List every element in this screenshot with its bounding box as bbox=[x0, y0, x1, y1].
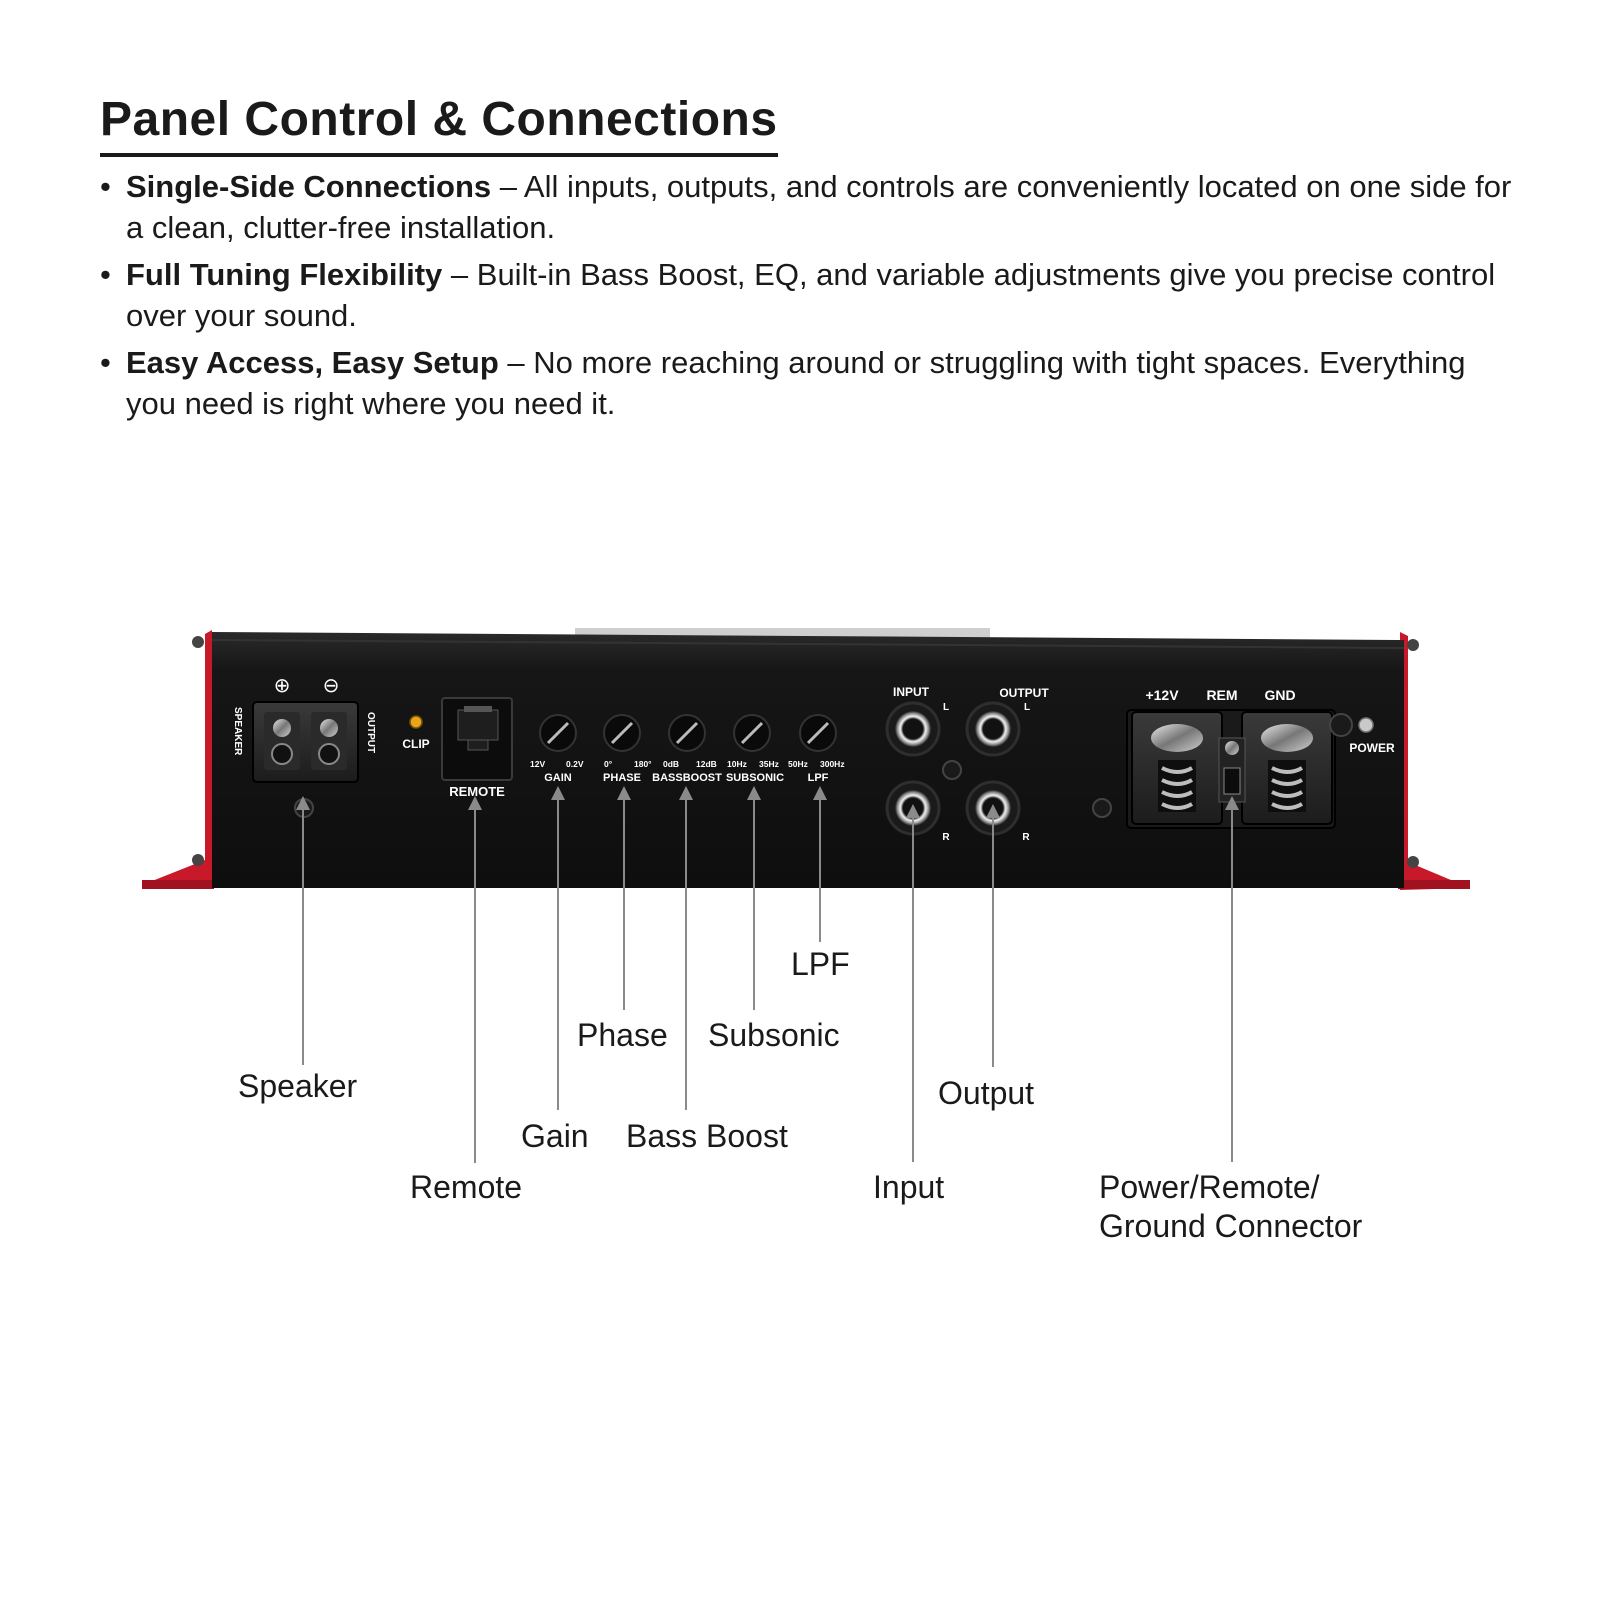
remote-port-label: REMOTE bbox=[449, 784, 505, 799]
speaker-callout: Speaker bbox=[238, 1068, 358, 1104]
bracket-screw-icon bbox=[1407, 639, 1419, 651]
feature-text: – Built-in Bass Boost, EQ, and variable … bbox=[126, 257, 1496, 333]
callout-arrowheads bbox=[296, 786, 1239, 818]
lpf-min-label: 50Hz bbox=[788, 759, 808, 769]
minus-icon: ⊖ bbox=[323, 673, 340, 697]
feature-item: Full Tuning Flexibility – Built-in Bass … bbox=[100, 254, 1520, 336]
arrow-up-icon bbox=[551, 786, 565, 800]
phase-knob[interactable] bbox=[603, 714, 641, 752]
gain-max-label: 0.2V bbox=[566, 759, 584, 769]
amplifier-panel bbox=[212, 632, 1404, 888]
arrow-up-icon bbox=[747, 786, 761, 800]
right-foot bbox=[1398, 880, 1470, 889]
panel-screw-icon bbox=[942, 760, 962, 780]
input-label: INPUT bbox=[893, 685, 930, 699]
bassboost-min-label: 0dB bbox=[663, 759, 679, 769]
feature-text: – No more reaching around or struggling … bbox=[126, 345, 1466, 421]
lpf-max-label: 300Hz bbox=[820, 759, 845, 769]
panel-bevel bbox=[211, 639, 1405, 649]
subsonic-label: SUBSONIC bbox=[726, 772, 784, 784]
arrow-up-icon bbox=[617, 786, 631, 800]
power-remote-ground-terminal[interactable] bbox=[1126, 709, 1336, 829]
bassboost-callout: Bass Boost bbox=[626, 1118, 788, 1154]
arrow-up-icon bbox=[986, 804, 1000, 818]
subsonic-callout: Subsonic bbox=[708, 1017, 840, 1053]
feature-title: Single-Side Connections bbox=[126, 169, 492, 204]
gnd-label: GND bbox=[1264, 687, 1295, 703]
power-connector-callout-line2: Ground Connector bbox=[1099, 1208, 1363, 1244]
input-left-label: L bbox=[943, 702, 949, 713]
input-right-label: R bbox=[942, 832, 950, 843]
rca-input-left-jack[interactable] bbox=[885, 701, 941, 757]
knob-scales: 12V 0.2V 0° 180° 0dB 12dB 10Hz 35Hz 50Hz… bbox=[530, 759, 845, 769]
gain-callout: Gain bbox=[521, 1118, 589, 1154]
feature-text: – All inputs, outputs, and controls are … bbox=[126, 169, 1512, 245]
clip-label: CLIP bbox=[402, 737, 429, 751]
feature-list: Single-Side Connections – All inputs, ou… bbox=[100, 166, 1520, 430]
phase-label: PHASE bbox=[603, 772, 641, 784]
output-vertical-label: OUTPUT bbox=[365, 712, 376, 753]
knob-names: GAIN PHASE BASSBOOST SUBSONIC LPF bbox=[544, 772, 828, 784]
output-left-label: L bbox=[1024, 702, 1030, 713]
power-label: POWER bbox=[1349, 741, 1395, 755]
phase-min-label: 0° bbox=[604, 759, 613, 769]
callout-lines bbox=[302, 790, 1233, 1163]
feature-item: Easy Access, Easy Setup – No more reachi… bbox=[100, 342, 1520, 424]
power-connector-callout-line1: Power/Remote/ bbox=[1099, 1169, 1320, 1205]
output-right-label: R bbox=[1022, 832, 1030, 843]
bassboost-label: BASSBOOST bbox=[652, 772, 722, 784]
right-red-bracket bbox=[1400, 632, 1470, 890]
phase-callout: Phase bbox=[577, 1017, 668, 1053]
output-callout: Output bbox=[938, 1075, 1035, 1111]
gain-label: GAIN bbox=[544, 772, 572, 784]
gain-knob[interactable] bbox=[539, 714, 577, 752]
arrow-up-icon bbox=[296, 796, 310, 810]
page-title: Panel Control & Connections bbox=[100, 92, 778, 157]
input-callout: Input bbox=[873, 1169, 945, 1205]
arrow-up-icon bbox=[813, 786, 827, 800]
output-label: OUTPUT bbox=[999, 686, 1049, 700]
plus12v-label: +12V bbox=[1145, 687, 1179, 703]
rem-label: REM bbox=[1206, 687, 1237, 703]
bracket-screw-icon bbox=[1407, 856, 1419, 868]
gain-min-label: 12V bbox=[530, 759, 545, 769]
speaker-vertical-label: SPEAKER bbox=[232, 707, 243, 756]
bassboost-knob[interactable] bbox=[668, 714, 706, 752]
arrow-up-icon bbox=[679, 786, 693, 800]
subsonic-max-label: 35Hz bbox=[759, 759, 779, 769]
lpf-knob[interactable] bbox=[799, 714, 837, 752]
bassboost-max-label: 12dB bbox=[696, 759, 717, 769]
feature-title: Easy Access, Easy Setup bbox=[126, 345, 499, 380]
arrow-up-icon bbox=[1225, 796, 1239, 810]
feature-title: Full Tuning Flexibility bbox=[126, 257, 443, 292]
subsonic-knob[interactable] bbox=[733, 714, 771, 752]
remote-port[interactable] bbox=[441, 697, 513, 781]
panel-screw-icon bbox=[1329, 713, 1353, 737]
lpf-label: LPF bbox=[808, 772, 829, 784]
power-led-icon bbox=[1358, 717, 1374, 733]
plus-icon: ⊕ bbox=[274, 673, 291, 697]
left-red-bracket bbox=[142, 630, 212, 888]
speaker-terminal[interactable] bbox=[252, 701, 359, 818]
subsonic-min-label: 10Hz bbox=[727, 759, 747, 769]
rca-output-left-jack[interactable] bbox=[965, 701, 1021, 757]
bracket-screw-icon bbox=[192, 854, 204, 866]
feature-item: Single-Side Connections – All inputs, ou… bbox=[100, 166, 1520, 248]
panel-screw-icon bbox=[1092, 798, 1112, 818]
arrow-up-icon bbox=[468, 796, 482, 810]
clip-led-icon bbox=[409, 715, 423, 729]
remote-callout: Remote bbox=[410, 1169, 523, 1205]
arrow-up-icon bbox=[906, 804, 920, 818]
lpf-callout: LPF bbox=[791, 946, 850, 982]
phase-max-label: 180° bbox=[634, 759, 652, 769]
left-foot bbox=[142, 880, 214, 889]
bracket-screw-icon bbox=[192, 636, 204, 648]
